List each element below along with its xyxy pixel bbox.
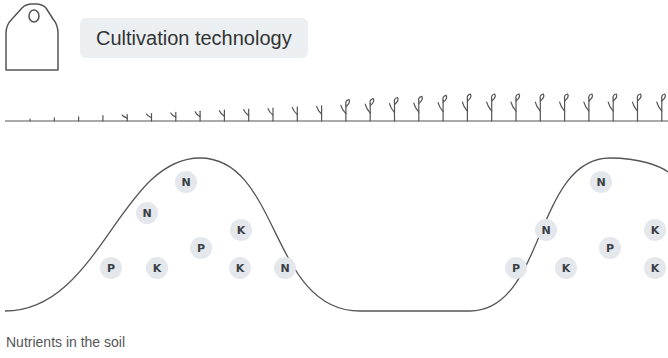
sprout-leaf: [535, 102, 540, 111]
sprout-leaf: [511, 102, 516, 111]
sprout-leaf-curl: [540, 94, 544, 101]
nutrient-letter: N: [596, 177, 605, 188]
nutrient-letter: N: [541, 225, 550, 236]
sprout-leaf: [195, 112, 200, 117]
nutrient-circle: K: [555, 257, 577, 279]
nutrient-letter: P: [107, 263, 115, 274]
sprout-leaf: [633, 102, 638, 111]
caption-text: Nutrients in the soil: [6, 334, 125, 350]
sprout-leaf: [584, 102, 589, 111]
sprout-leaf: [268, 109, 273, 116]
nutrient-letter: K: [562, 263, 571, 274]
nutrient-letter: N: [181, 177, 190, 188]
nutrient-circle: P: [100, 257, 122, 279]
nutrient-circle: K: [230, 219, 252, 241]
sprout-leaf: [171, 113, 176, 117]
sprout-leaf-curl: [637, 94, 641, 101]
sprout-leaf: [244, 110, 249, 116]
nutrient-letter: P: [512, 263, 520, 274]
sprout-leaf: [365, 104, 370, 113]
sprout-leaf: [487, 102, 492, 111]
sprout-leaf-curl: [662, 94, 666, 101]
nutrient-letter: P: [197, 243, 205, 254]
sprout-leaf: [341, 105, 346, 113]
nutrient-letter: K: [153, 263, 162, 274]
sprout-leaf: [560, 102, 565, 111]
nutrient-circle: P: [190, 237, 212, 259]
nutrient-circle: N: [175, 171, 197, 193]
title-text: Cultivation technology: [96, 27, 292, 49]
sprout-leaf-curl: [516, 94, 520, 101]
nutrient-circle: N: [590, 171, 612, 193]
sprout-leaf-curl: [419, 96, 423, 103]
ground-line: [5, 121, 668, 122]
nutrient-circle: K: [644, 219, 666, 241]
sprout-leaf-curl: [370, 99, 374, 106]
nutrient-circle: N: [136, 202, 158, 224]
caption-box: Nutrients in the soil: [6, 334, 125, 350]
nutrient-letter: P: [606, 243, 614, 254]
sprout-leaf: [122, 115, 127, 118]
bag-icon: [6, 4, 58, 70]
sprout-leaf: [390, 104, 395, 113]
nutrient-letter: K: [236, 263, 245, 274]
sprout-leaf: [292, 107, 297, 114]
sprout-leaf: [657, 102, 662, 111]
nutrient-curve: [5, 158, 668, 311]
sprout-leaf: [147, 114, 152, 118]
sprout-leaf: [462, 102, 467, 111]
nutrient-circle: K: [146, 257, 168, 279]
sprout-leaf-curl: [613, 94, 617, 101]
nutrient-circle: K: [644, 257, 666, 279]
nutrient-circle: K: [229, 257, 251, 279]
sprout-leaf: [317, 106, 322, 114]
title-box: Cultivation technology: [80, 18, 308, 58]
sprout-leaf: [219, 111, 224, 116]
sprout-leaf-curl: [564, 94, 568, 101]
sprout-leaf-curl: [394, 98, 398, 105]
sprout-stem: [102, 116, 103, 121]
nutrient-circle: N: [535, 219, 557, 241]
sprout-stem: [78, 117, 79, 121]
sprout-leaf: [438, 103, 443, 112]
nutrient-letter: N: [280, 263, 289, 274]
sprout-leaf-curl: [467, 94, 471, 101]
sprout-leaf-curl: [443, 95, 447, 102]
nutrient-letter: K: [237, 225, 246, 236]
sprout-stem: [54, 118, 55, 121]
nutrient-letter: K: [651, 225, 660, 236]
nutrient-letter: N: [142, 208, 151, 219]
nutrient-circle: N: [274, 257, 296, 279]
sprout-leaf-curl: [589, 94, 593, 101]
sprout-leaf-curl: [492, 94, 496, 101]
bag-icon-hole: [29, 10, 39, 22]
sprout-leaf: [608, 102, 613, 111]
sprout-stem: [29, 119, 30, 121]
nutrient-circle: P: [505, 257, 527, 279]
sprout-leaf: [414, 103, 419, 112]
sprout-leaf-curl: [346, 100, 350, 107]
nutrient-letter: K: [651, 263, 660, 274]
nutrient-circle: P: [599, 237, 621, 259]
